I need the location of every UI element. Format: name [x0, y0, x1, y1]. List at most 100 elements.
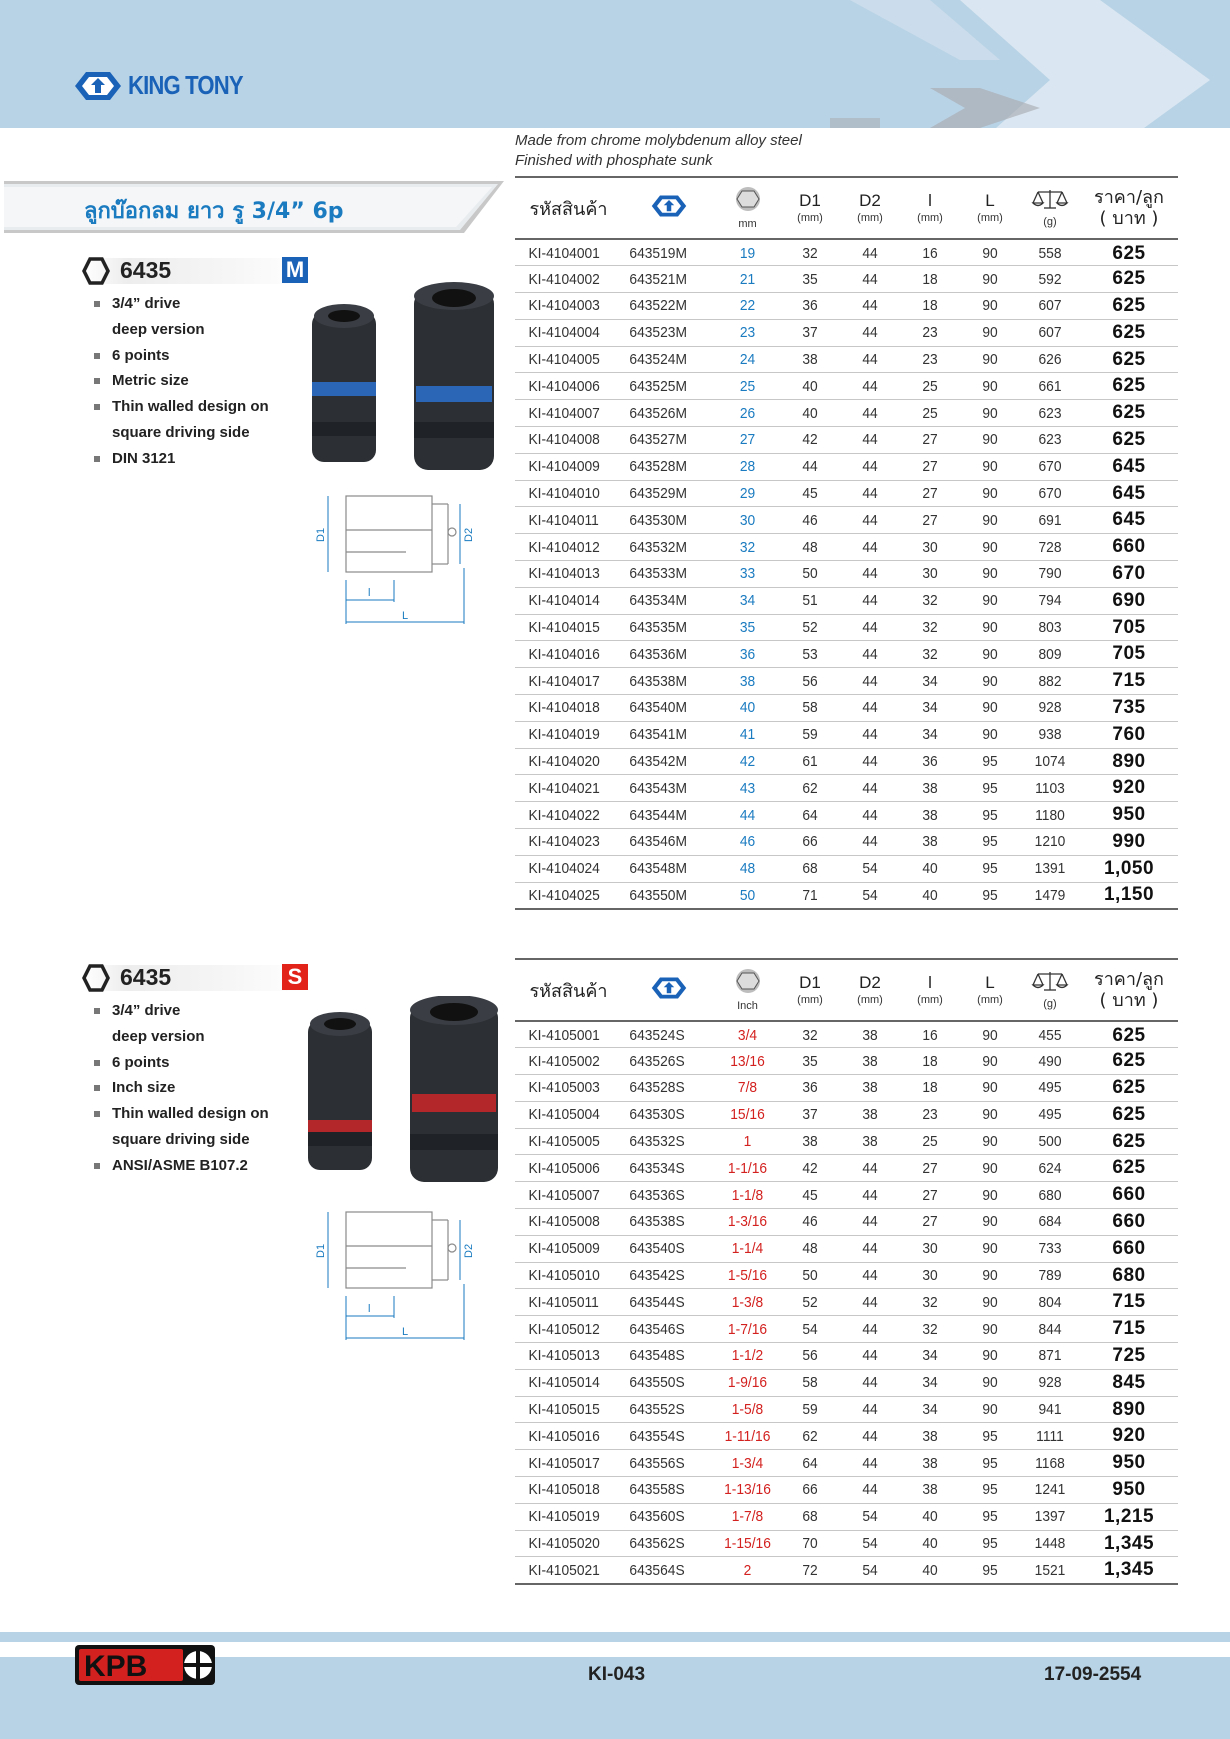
ref-number: 643533M: [625, 560, 712, 588]
price-value: 715: [1080, 1315, 1178, 1344]
l-small-value: 23: [902, 1101, 958, 1129]
l-small-value: 30: [902, 533, 958, 562]
header-band: KING TONY: [0, 0, 1230, 128]
weight-value: 938: [1022, 721, 1078, 749]
header-unit-mm: (mm): [917, 212, 943, 224]
weight-value: 928: [1022, 1369, 1078, 1397]
price-value: 625: [1080, 346, 1178, 374]
l-small-value: 38: [902, 1476, 958, 1504]
price-value: 1,215: [1080, 1503, 1178, 1531]
price-value: 950: [1080, 1449, 1178, 1478]
d2-value: 44: [842, 694, 898, 722]
header-price-unit: ( บาท ): [1099, 990, 1159, 1011]
d1-value: 37: [782, 319, 838, 347]
l-small-value: 27: [902, 506, 958, 535]
feature-list-m: 3/4” drive deep version 6 points Metric …: [92, 291, 269, 472]
feature-item: deep version: [112, 320, 205, 338]
socket-size: 32: [717, 533, 778, 562]
l-big-value: 95: [962, 774, 1018, 803]
ref-number: 643543M: [625, 774, 712, 803]
l-small-value: 40: [902, 882, 958, 910]
header-d1: D1: [799, 973, 821, 992]
l-big-value: 90: [962, 372, 1018, 401]
ref-number: 643528S: [625, 1074, 712, 1102]
d2-value: 44: [842, 1181, 898, 1210]
l-small-value: 27: [902, 1181, 958, 1210]
feature-item: Inch size: [92, 1075, 269, 1101]
product-code: KI-4105007: [519, 1181, 618, 1210]
socket-size: 21: [717, 265, 778, 294]
socket-product-image-s: [308, 996, 498, 1182]
l-big-label: L: [402, 1326, 408, 1338]
l-small-value: 18: [902, 265, 958, 294]
product-code: KI-4105009: [519, 1235, 618, 1263]
price-value: 660: [1080, 533, 1178, 562]
weight-value: 495: [1022, 1074, 1078, 1102]
king-tony-logo: KING TONY: [74, 70, 263, 101]
hex-size-icon: [735, 186, 760, 211]
weight-value: 607: [1022, 319, 1078, 347]
l-big-value: 90: [962, 1235, 1018, 1263]
socket-size: 1-1/2: [717, 1342, 778, 1370]
l-big-value: 90: [962, 614, 1018, 642]
d2-value: 44: [842, 426, 898, 454]
weight-value: 680: [1022, 1181, 1078, 1210]
price-value: 625: [1080, 292, 1178, 320]
price-value: 625: [1080, 399, 1178, 428]
product-code: KI-4105018: [519, 1476, 618, 1504]
price-value: 690: [1080, 587, 1178, 615]
product-code: KI-4105006: [519, 1154, 618, 1183]
l-big-value: 95: [962, 801, 1018, 830]
d2-label: D2: [463, 1244, 475, 1258]
socket-size: 13/16: [717, 1047, 778, 1076]
price-value: 950: [1080, 801, 1178, 830]
d2-value: 44: [842, 292, 898, 320]
d1-value: 52: [782, 614, 838, 642]
ref-number: 643536M: [625, 640, 712, 669]
socket-size: 1-5/16: [717, 1262, 778, 1290]
feature-item: DIN 3121: [92, 446, 269, 472]
d2-value: 44: [842, 1262, 898, 1290]
l-big-value: 95: [962, 1530, 1018, 1558]
d1-value: 61: [782, 748, 838, 776]
socket-size: 30: [717, 506, 778, 535]
d2-value: 44: [842, 1235, 898, 1263]
socket-size: 1-9/16: [717, 1369, 778, 1397]
weight-value: 803: [1022, 614, 1078, 642]
l-big-value: 95: [962, 1556, 1018, 1585]
header-unit-mm: (mm): [977, 994, 1003, 1006]
d2-value: 44: [842, 587, 898, 615]
l-small-value: 40: [902, 855, 958, 883]
ref-number: 643556S: [625, 1449, 712, 1478]
d1-value: 42: [782, 426, 838, 454]
d2-value: 44: [842, 399, 898, 428]
weight-value: 1210: [1022, 828, 1078, 856]
l-small-value: 40: [902, 1530, 958, 1558]
l-small-value: 27: [902, 1208, 958, 1236]
d1-value: 36: [782, 292, 838, 320]
d1-value: 45: [782, 480, 838, 508]
l-small-value: 23: [902, 319, 958, 347]
ref-number: 643540S: [625, 1235, 712, 1263]
d1-value: 71: [782, 882, 838, 910]
weight-value: 1103: [1022, 774, 1078, 803]
d1-value: 68: [782, 855, 838, 883]
header-price-unit: ( บาท ): [1099, 208, 1159, 229]
price-value: 725: [1080, 1342, 1178, 1370]
spec-table-metric: รหัสสินค้า mm D1(mm) D2(mm) l(mm) L(mm): [515, 176, 1178, 910]
header-product-code: รหัสสินค้า: [529, 198, 608, 220]
weight-value: 691: [1022, 506, 1078, 535]
ref-number: 643521M: [625, 265, 712, 294]
ref-number: 643560S: [625, 1503, 712, 1531]
